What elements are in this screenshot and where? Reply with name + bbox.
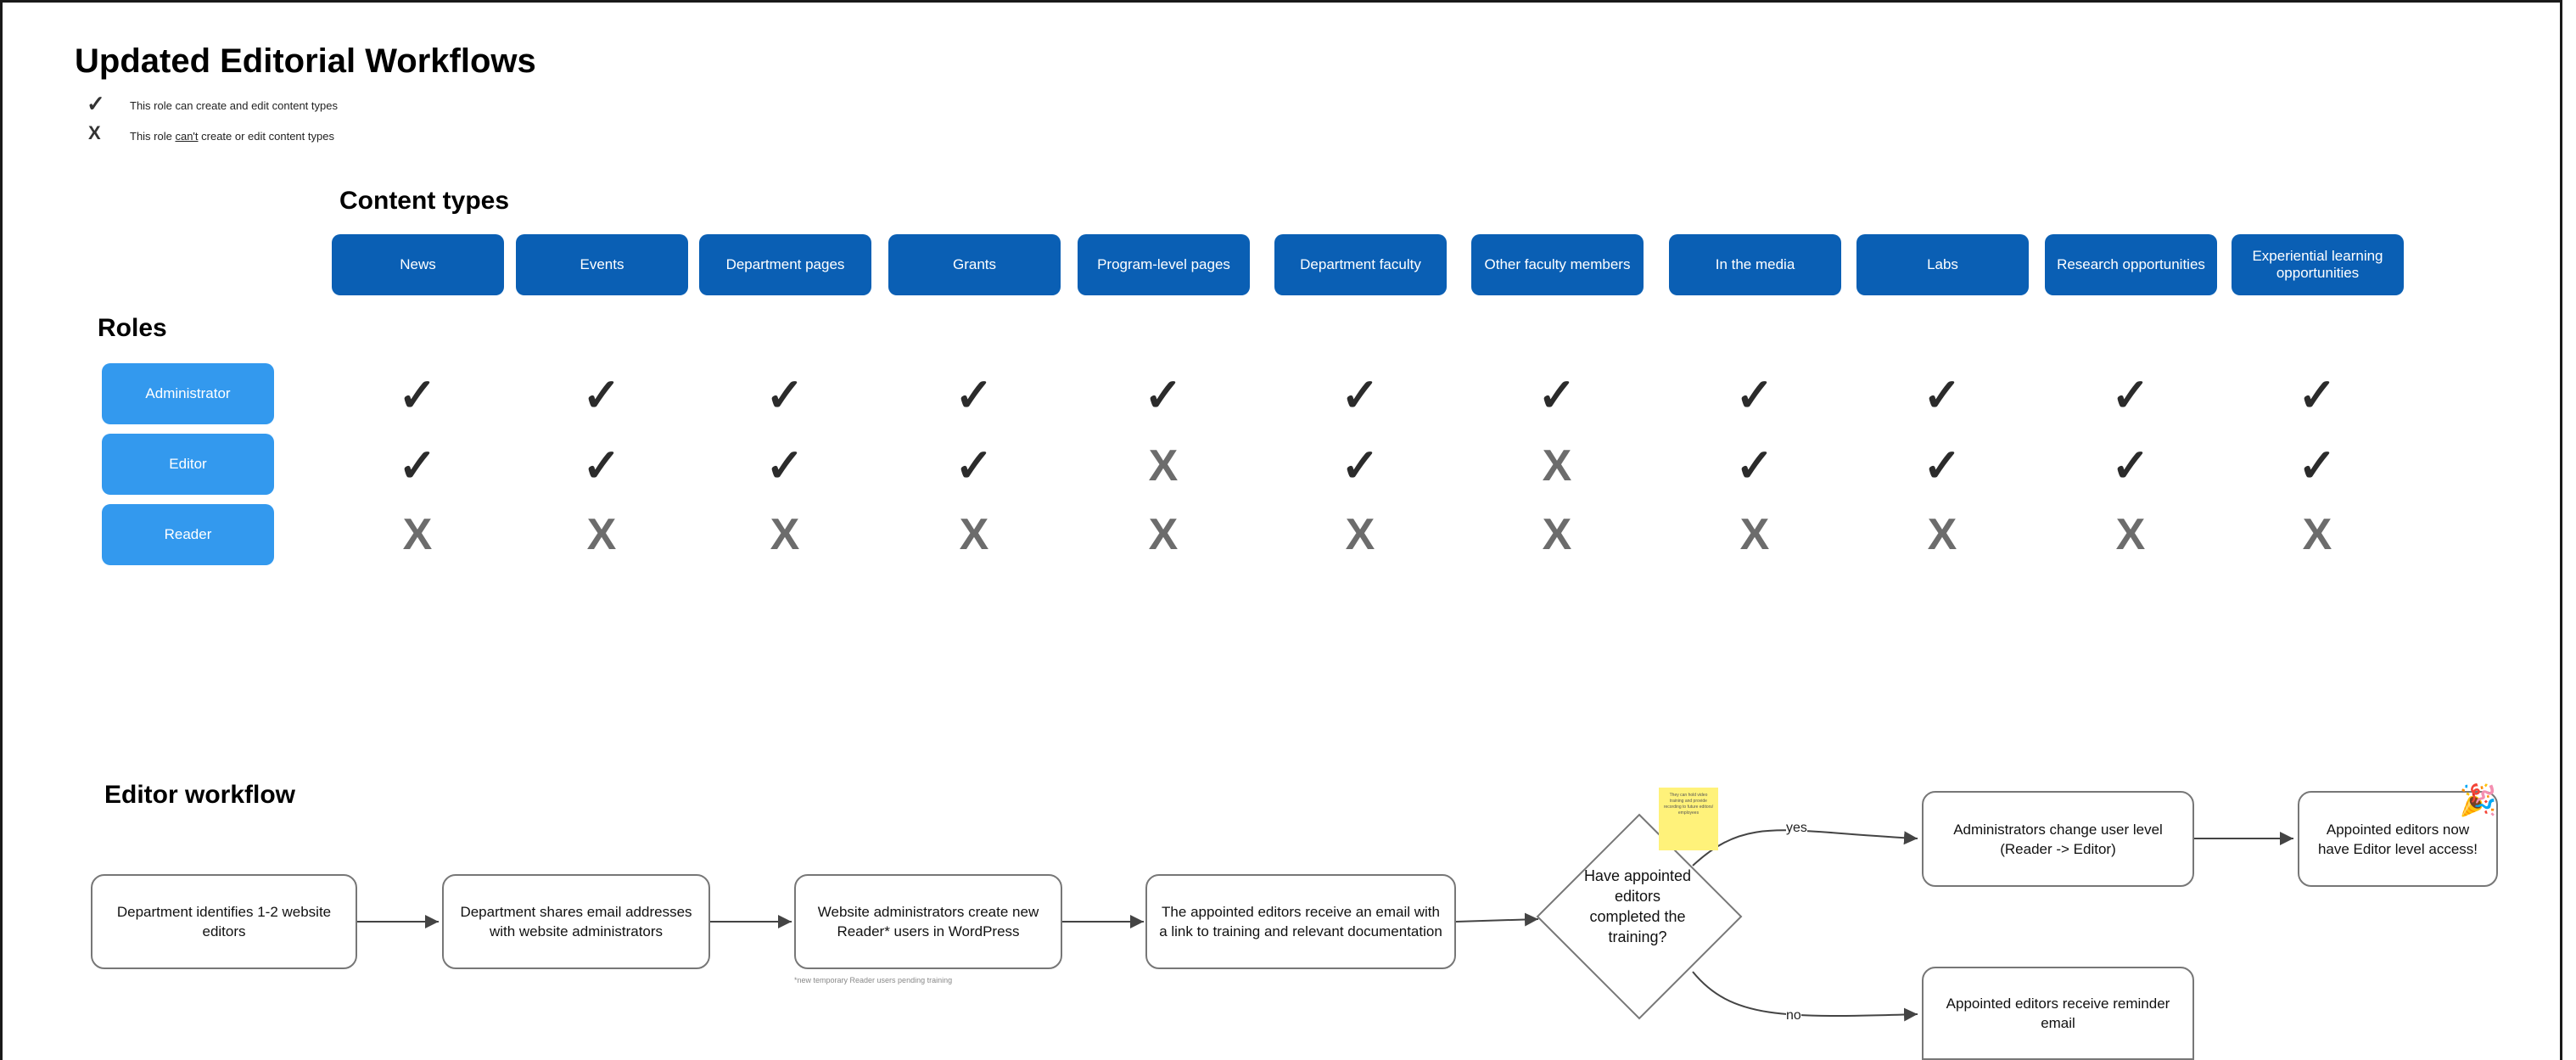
legend-can-text: This role can create and edit content ty… xyxy=(130,99,338,112)
check-icon: ✓ xyxy=(1537,370,1576,421)
x-icon: X xyxy=(2115,510,2146,559)
check-icon: ✓ xyxy=(2111,440,2150,491)
content-type-department-faculty[interactable]: Department faculty xyxy=(1274,234,1447,295)
no-label: no xyxy=(1786,1008,1801,1024)
x-icon: X xyxy=(1542,441,1572,491)
check-icon: ✓ xyxy=(955,370,994,421)
content-type-experiential-learning[interactable]: Experiential learning opportunities xyxy=(2232,234,2404,295)
step-create-reader-users[interactable]: Website administrators create new Reader… xyxy=(794,874,1062,969)
check-icon: ✓ xyxy=(87,91,105,116)
x-icon: X xyxy=(1927,510,1957,559)
step-editor-access[interactable]: Appointed editors now have Editor level … xyxy=(2298,791,2498,887)
check-icon: ✓ xyxy=(2111,370,2150,421)
check-icon: ✓ xyxy=(765,370,804,421)
content-type-other-faculty-members[interactable]: Other faculty members xyxy=(1471,234,1644,295)
x-icon: X xyxy=(1148,510,1179,559)
content-type-events[interactable]: Events xyxy=(516,234,688,295)
legend-cant-text: This role can't create or edit content t… xyxy=(130,130,334,143)
check-icon: ✓ xyxy=(1144,370,1183,421)
page-title: Updated Editorial Workflows xyxy=(75,42,536,80)
content-type-research-opportunities[interactable]: Research opportunities xyxy=(2045,234,2217,295)
roles-heading: Roles xyxy=(98,314,167,342)
check-icon: ✓ xyxy=(1923,370,1962,421)
x-icon: X xyxy=(770,510,800,559)
content-type-news[interactable]: News xyxy=(332,234,504,295)
check-icon: ✓ xyxy=(398,440,437,491)
check-icon: ✓ xyxy=(1341,370,1380,421)
check-icon: ✓ xyxy=(582,370,621,421)
x-icon: X xyxy=(1542,510,1572,559)
check-icon: ✓ xyxy=(955,440,994,491)
check-icon: ✓ xyxy=(2298,440,2337,491)
content-type-program-level-pages[interactable]: Program-level pages xyxy=(1078,234,1250,295)
x-icon: X xyxy=(1739,510,1770,559)
decision-training-completed[interactable]: Have appointed editors completed the tra… xyxy=(1583,867,1692,945)
content-type-department-pages[interactable]: Department pages xyxy=(699,234,871,295)
role-editor[interactable]: Editor xyxy=(102,434,274,495)
check-icon: ✓ xyxy=(1735,440,1774,491)
x-icon: X xyxy=(586,510,617,559)
check-icon: ✓ xyxy=(1341,440,1380,491)
content-types-heading: Content types xyxy=(339,187,510,215)
step-receive-training-email[interactable]: The appointed editors receive an email w… xyxy=(1145,874,1456,969)
check-icon: ✓ xyxy=(1923,440,1962,491)
check-icon: ✓ xyxy=(398,370,437,421)
reader-footnote: *new temporary Reader users pending trai… xyxy=(794,976,953,984)
role-reader[interactable]: Reader xyxy=(102,504,274,565)
step-reminder-email[interactable]: Appointed editors receive reminder email xyxy=(1922,967,2194,1060)
celebration-icon: 🎉 xyxy=(2459,782,2497,817)
yes-label: yes xyxy=(1786,821,1807,836)
x-icon: X xyxy=(88,122,101,143)
step-identify-editors[interactable]: Department identifies 1-2 website editor… xyxy=(91,874,357,969)
step-share-emails[interactable]: Department shares email addresses with w… xyxy=(442,874,710,969)
sticky-note[interactable]: They can hold video training and provide… xyxy=(1659,788,1718,850)
step-change-user-level[interactable]: Administrators change user level (Reader… xyxy=(1922,791,2194,887)
content-type-in-the-media[interactable]: In the media xyxy=(1669,234,1841,295)
content-type-grants[interactable]: Grants xyxy=(888,234,1061,295)
x-icon: X xyxy=(1148,441,1179,491)
x-icon: X xyxy=(402,510,433,559)
check-icon: ✓ xyxy=(765,440,804,491)
x-icon: X xyxy=(2302,510,2332,559)
role-administrator[interactable]: Administrator xyxy=(102,363,274,424)
content-type-labs[interactable]: Labs xyxy=(1856,234,2029,295)
check-icon: ✓ xyxy=(2298,370,2337,421)
workflow-heading: Editor workflow xyxy=(104,781,295,809)
x-icon: X xyxy=(959,510,989,559)
x-icon: X xyxy=(1345,510,1375,559)
check-icon: ✓ xyxy=(582,440,621,491)
check-icon: ✓ xyxy=(1735,370,1774,421)
